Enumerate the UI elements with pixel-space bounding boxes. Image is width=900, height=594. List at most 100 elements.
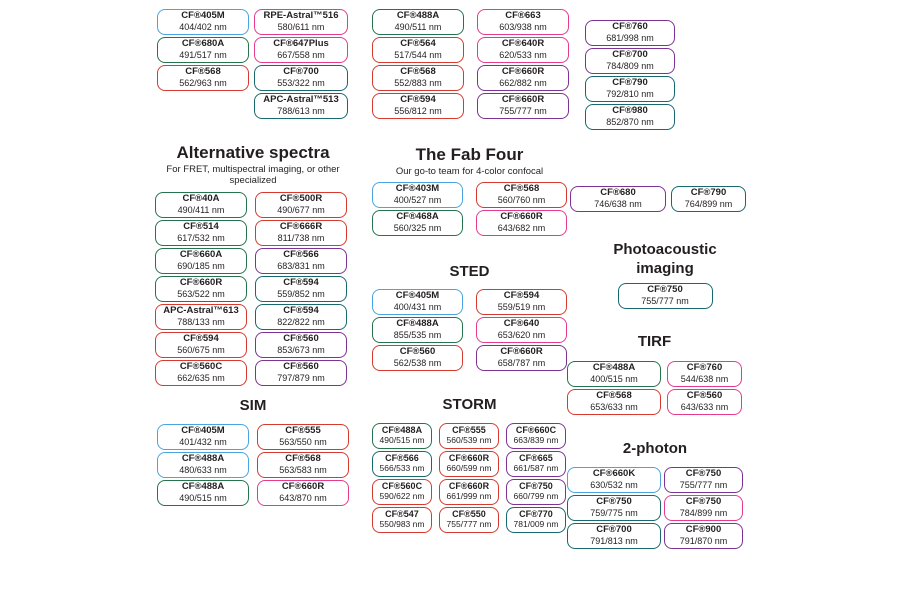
dye-name: CF®660R <box>179 276 223 288</box>
dye-name: CF®660R <box>501 66 545 78</box>
dye-wavelengths: 797/879 nm <box>277 372 325 383</box>
dye-name: CF®568 <box>596 389 632 401</box>
dye-wavelengths: 404/402 nm <box>179 22 227 33</box>
dye-name: CF®488A <box>381 425 423 436</box>
dye-wavelengths: 490/515 nm <box>379 434 425 445</box>
dye-name: APC-Astral™513 <box>263 94 339 106</box>
dye-wavelengths: 630/532 nm <box>590 479 638 490</box>
dye-wavelengths: 662/635 nm <box>177 372 225 383</box>
dye-name: CF®488A <box>181 480 225 492</box>
section-title: SIM <box>239 397 267 414</box>
dye-name: CF®647Plus <box>273 38 329 50</box>
dye-wavelengths: 490/411 nm <box>177 204 225 215</box>
section-title: STORM <box>442 396 497 413</box>
dye-wavelengths: 480/633 nm <box>179 464 227 475</box>
dye-name: CF®900 <box>685 523 722 535</box>
dye-wavelengths: 653/620 nm <box>497 329 546 340</box>
dye-name: CF®665 <box>519 453 553 464</box>
dye-name: CF®750 <box>519 481 553 492</box>
dye-wavelengths: 791/813 nm <box>590 535 638 546</box>
dye-name: CF®660R <box>500 345 543 357</box>
dye-wavelengths: 490/677 nm <box>277 204 325 215</box>
dye-name: CF®760 <box>612 21 648 33</box>
dye-name: CF®594 <box>283 304 319 316</box>
dye-name: CF®560 <box>283 332 319 344</box>
dye-wavelengths: 559/852 nm <box>277 288 325 299</box>
dye-wavelengths: 660/599 nm <box>446 462 492 473</box>
dye-name: CF®566 <box>385 453 419 464</box>
dye-wavelengths: 400/515 nm <box>590 373 638 384</box>
dye-wavelengths: 490/515 nm <box>179 492 227 503</box>
section-title: Photoacoustic imaging <box>613 241 717 277</box>
dye-wavelengths: 788/613 nm <box>277 106 325 117</box>
dye-name: CF®405M <box>395 289 440 301</box>
dye-name: CF®547 <box>385 509 419 520</box>
dye-name: CF®700 <box>596 523 632 535</box>
dye-name: CF®790 <box>612 77 648 89</box>
dye-wavelengths: 822/822 nm <box>277 316 325 327</box>
dye-name: CF®560 <box>399 345 436 357</box>
dye-name: CF®594 <box>183 332 219 344</box>
dye-wavelengths: 755/777 nm <box>679 479 728 490</box>
dye-name: CF®560C <box>381 481 423 492</box>
section-title: Alternative spectra <box>176 143 330 162</box>
section-subtitle: Our go-to team for 4-color confocal <box>395 165 544 177</box>
dye-wavelengths: 550/983 nm <box>379 518 425 529</box>
dye-wavelengths: 560/539 nm <box>446 434 492 445</box>
dye-wavelengths: 620/533 nm <box>499 50 547 61</box>
dye-wavelengths: 788/133 nm <box>177 316 225 327</box>
dye-wavelengths: 683/831 nm <box>277 260 325 271</box>
dye-wavelengths: 784/809 nm <box>606 61 654 72</box>
dye-name: CF®405M <box>181 10 225 22</box>
dye-wavelengths: 667/558 nm <box>277 50 325 61</box>
dye-name: CF®660R <box>281 480 325 492</box>
dye-name: CF®564 <box>400 38 436 50</box>
dye-wavelengths: 562/538 nm <box>393 357 442 368</box>
dye-name: CF®488A <box>396 317 439 329</box>
dye-name: CF®594 <box>503 289 540 301</box>
dye-name: CF®750 <box>685 495 722 507</box>
dye-wavelengths: 556/812 nm <box>394 106 442 117</box>
dye-wavelengths: 643/633 nm <box>680 401 729 412</box>
